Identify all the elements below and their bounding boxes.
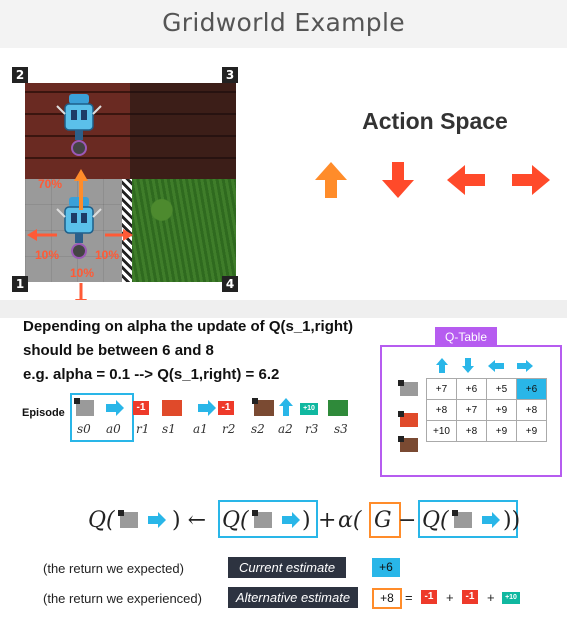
- state-action-icon: [118, 510, 166, 528]
- corner-label-1: 1: [12, 276, 28, 292]
- cell-4-grass: [130, 179, 236, 282]
- state-1-floor-icon: [398, 380, 418, 396]
- reward-badge: +10: [300, 403, 318, 415]
- current-estimate-label: Current estimate: [228, 557, 346, 578]
- table-cell: +6: [456, 378, 487, 400]
- qtable-label: Q-Table: [435, 327, 497, 347]
- right-arrow-icon: [512, 165, 550, 195]
- episode-sub-a1: a1: [193, 422, 208, 436]
- state-action-icon: [252, 510, 300, 528]
- table-cell: +5: [486, 378, 517, 400]
- episode-sub-r2: r2: [222, 422, 236, 436]
- reward-badge: +10: [502, 592, 520, 604]
- prob-left: 10%: [35, 248, 60, 262]
- text-line-2: should be between 6 and 8: [23, 342, 214, 359]
- episode-label: Episode: [22, 407, 65, 419]
- text-line-1: Depending on alpha the update of Q(s_1,r…: [23, 318, 354, 335]
- episode-sub-s2: s2: [251, 422, 265, 436]
- table-cell: +7: [456, 399, 487, 421]
- state-2-brick-icon: [398, 411, 418, 427]
- return-g-box: [369, 502, 401, 538]
- qtable-action-arrows-icon: [436, 358, 533, 373]
- cell-3-dark-brick: [130, 83, 236, 179]
- prob-down: 10%: [70, 266, 95, 280]
- alternative-estimate-value: +8: [372, 588, 402, 609]
- episode-sub-r1: r1: [136, 422, 150, 436]
- action-space-title: Action Space: [362, 108, 508, 134]
- prob-up: 70%: [38, 177, 63, 191]
- episode-sequence-icons: [74, 398, 348, 416]
- table-cell: +10: [426, 420, 457, 442]
- plus-sign: +: [487, 590, 495, 605]
- table-row: +7 +6 +5 +6: [426, 378, 547, 400]
- corner-label-4: 4: [222, 276, 238, 292]
- table-cell: +9: [516, 420, 547, 442]
- episode-sub-s3: s3: [334, 422, 348, 436]
- note-expected: (the return we expected): [43, 561, 184, 576]
- alternative-estimate-label: Alternative estimate: [228, 587, 358, 608]
- episode-sub-a2: a2: [278, 422, 293, 436]
- episode-sub-s1: s1: [162, 422, 176, 436]
- reward-badge: -1: [133, 401, 149, 415]
- reward-badge: -1: [462, 590, 478, 604]
- table-cell: +8: [516, 399, 547, 421]
- episode-highlight-box: [70, 393, 134, 442]
- state-action-icon: [452, 510, 500, 528]
- current-estimate-value: +6: [372, 558, 400, 577]
- table-cell: +8: [426, 399, 457, 421]
- plus-sign: +: [446, 590, 454, 605]
- header-band: [0, 0, 567, 48]
- note-experienced: (the return we experienced): [43, 591, 202, 606]
- up-arrow-icon: [315, 162, 347, 198]
- corner-label-2: 2: [12, 67, 28, 83]
- prob-right: 10%: [95, 248, 120, 262]
- table-cell-highlighted: +6: [516, 378, 547, 400]
- episode-sub-r3: r3: [305, 422, 319, 436]
- episode-sub-a0: a0: [106, 422, 121, 436]
- current-estimate-box: [418, 500, 518, 538]
- divider-stripe: [122, 179, 132, 282]
- equals-sign: =: [405, 590, 413, 605]
- robot-icon: [56, 197, 102, 259]
- table-cell: +7: [426, 378, 457, 400]
- table-row: +8 +7 +9 +8: [426, 399, 547, 421]
- text-line-3: e.g. alpha = 0.1 --> Q(s_1,right) = 6.2: [23, 366, 280, 383]
- table-row: +10 +8 +9 +9: [426, 420, 547, 442]
- divider-band: [0, 300, 567, 318]
- reward-badge: -1: [218, 401, 234, 415]
- left-arrow-icon: [447, 165, 485, 195]
- robot-icon: [56, 94, 102, 156]
- qtable: +7 +6 +5 +6 +8 +7 +9 +8 +10 +8 +9 +9: [426, 378, 547, 442]
- current-estimate-box: [218, 500, 318, 538]
- corner-label-3: 3: [222, 67, 238, 83]
- page-title: Gridworld Example: [162, 8, 405, 37]
- reward-badge: -1: [421, 590, 437, 604]
- table-cell: +8: [456, 420, 487, 442]
- table-cell: +9: [486, 399, 517, 421]
- episode-sub-s0: s0: [77, 422, 91, 436]
- table-cell: +9: [486, 420, 517, 442]
- transition-arrows-icon: [27, 169, 133, 308]
- down-arrow-icon: [382, 162, 414, 198]
- state-3-dark-brick-icon: [398, 436, 418, 452]
